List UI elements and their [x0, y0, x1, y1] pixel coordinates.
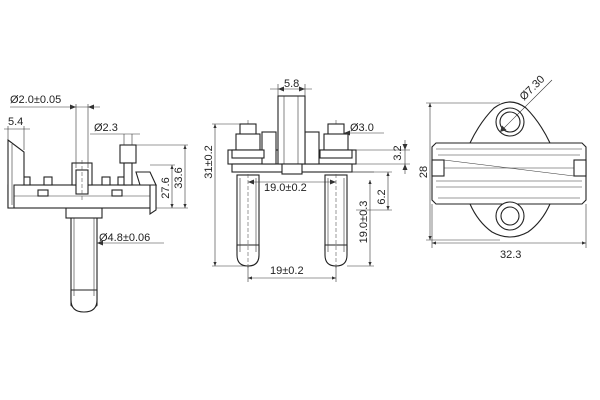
dim-head-height: 3.2 [392, 145, 404, 160]
dim-top-height: 28 [418, 166, 430, 178]
dim-stud-diameter: Ø2.3 [94, 122, 118, 134]
dim-pin-spacing-top: 19.0±0.2 [264, 182, 307, 194]
dim-center-width: 5.8 [284, 78, 299, 90]
dim-top-width: 32.3 [500, 249, 521, 261]
dim-total-height: 31±0.2 [203, 145, 215, 179]
top-upper-lug [469, 101, 551, 144]
side-pin [65, 207, 103, 313]
front-view: 5.8 Ø3.0 31±0.2 3.2 19.0±0.2 6.2 19.0±0.… [203, 78, 410, 282]
top-body [431, 142, 587, 205]
top-lower-lug [469, 201, 551, 238]
dim-hole-diameter: Ø7.30 [518, 73, 548, 103]
dim-collar-diameter: Ø3.0 [350, 122, 374, 134]
dim-flange-width: 5.4 [8, 116, 23, 128]
side-center-stud [71, 160, 93, 200]
dim-pin-length: 19.0±0.3 [358, 201, 370, 244]
dim-flange-offset: 6.2 [376, 189, 388, 204]
front-collars [231, 123, 353, 159]
dim-pin-tip-diameter: Ø2.0±0.05 [10, 94, 61, 106]
dim-pin-diameter: Ø4.8±0.06 [99, 232, 150, 244]
side-view: Ø2.0±0.05 5.4 Ø2.3 27.6 33.6 Ø4.8±0.06 [4, 94, 188, 313]
top-view: Ø7.30 28 32.3 [418, 73, 587, 261]
dim-pin-spacing-bottom: 19±0.2 [270, 265, 304, 277]
dim-height-small: 27.6 [160, 177, 172, 198]
dim-height-total: 33.6 [173, 167, 185, 188]
side-right-post [119, 144, 157, 216]
